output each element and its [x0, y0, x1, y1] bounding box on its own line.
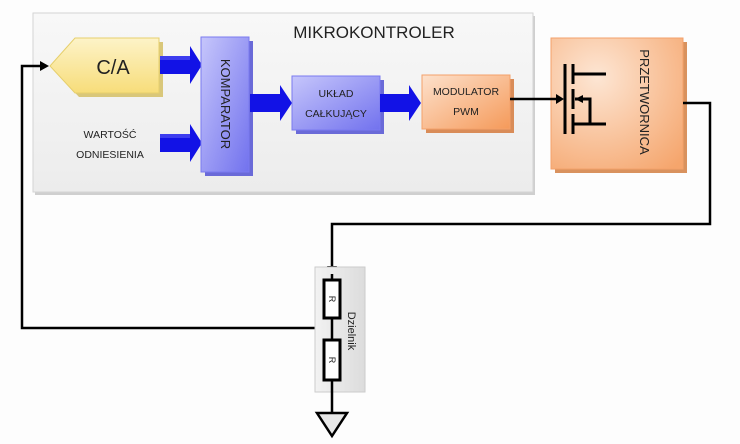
reference-label-line1: WARTOŚĆ [84, 128, 137, 141]
wire-pwm-to-gate [510, 94, 564, 104]
wire-feedback-to-dac [20, 64, 332, 330]
dac-label: C/A [96, 57, 130, 79]
signal-arrow-reference-to-comparator [160, 124, 202, 162]
microcontroller-title: MIKROKONTROLER [293, 23, 455, 42]
wire-converter-output-to-divider [330, 101, 712, 268]
feedback-arrow-icon [40, 61, 49, 71]
voltage-divider: R R Dzielnik [314, 266, 366, 412]
integrator-label-line2: CAŁKUJĄCY [305, 108, 367, 120]
resistor-2-label: R [327, 357, 337, 364]
integrator-label-line1: UKŁAD [318, 88, 353, 100]
comparator-block: KOMPARATOR [200, 36, 253, 176]
resistor-2: R [322, 338, 342, 382]
resistor-1-label: R [327, 296, 337, 303]
mosfet-icon [563, 64, 606, 134]
pwm-label-line2: PWM [453, 106, 479, 118]
signal-arrow-integrator-to-pwm [380, 85, 421, 121]
divider-label: Dzielnik [345, 312, 357, 351]
signal-arrow-dac-to-comparator [160, 46, 202, 84]
reference-value: WARTOŚĆ ODNIESIENIA [76, 128, 144, 161]
ground-icon [314, 411, 350, 439]
reference-label-line2: ODNIESIENIA [76, 149, 144, 161]
pwm-label-line1: MODULATOR [433, 86, 500, 98]
comparator-label: KOMPARATOR [218, 59, 233, 149]
converter-block: PRZETWORNICA [550, 37, 687, 173]
pwm-modulator-block: MODULATOR PWM [421, 74, 514, 133]
signal-arrow-comparator-to-integrator [250, 85, 292, 121]
dac-block: C/A [49, 37, 163, 97]
resistor-1: R [322, 278, 342, 320]
converter-label: PRZETWORNICA [637, 49, 652, 155]
integrator-block: UKŁAD CAŁKUJĄCY [291, 75, 384, 134]
